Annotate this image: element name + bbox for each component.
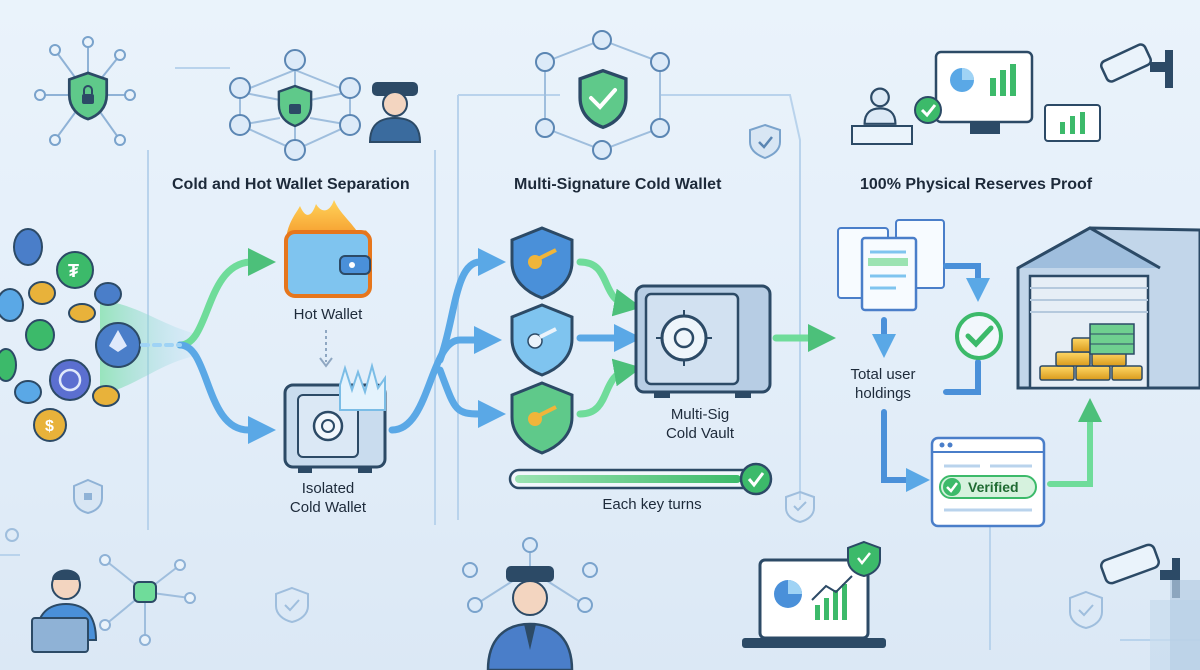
section-title-cold-hot: Cold and Hot Wallet Separation — [172, 176, 410, 193]
security-guard-icon — [368, 82, 422, 143]
key-progress-fill — [515, 475, 741, 483]
svg-text:$: $ — [45, 418, 54, 435]
bottom-lock-network-icon — [99, 554, 196, 646]
key-progress-bar — [508, 462, 773, 496]
holdings-label: Total user holdings — [820, 365, 946, 403]
key-shield-2-icon — [510, 303, 574, 377]
flow-arrows-section-2 — [388, 248, 836, 434]
cold-wallet-label: Isolated Cold Wallet — [258, 479, 398, 517]
key-shield-1-icon — [510, 226, 574, 300]
isolated-cold-wallet-safe-icon — [283, 362, 387, 473]
verified-report-window — [930, 436, 1046, 528]
faded-shield-icon — [275, 586, 309, 624]
small-shield-icon — [749, 123, 781, 160]
multisig-cold-vault-icon — [634, 284, 772, 398]
section-title-reserves: 100% Physical Reserves Proof — [860, 176, 1093, 193]
shield-check-small-icon — [785, 490, 815, 524]
key-progress-label: Each key turns — [602, 496, 702, 513]
holdings-documents-icon — [837, 219, 945, 312]
flow-arrows-section-3 — [872, 263, 1102, 492]
crypto-coins-cluster: ₮ $ — [0, 228, 200, 442]
reserve-warehouse-icon — [1016, 226, 1200, 390]
cold-wallet-label-line1: Isolated — [301, 480, 355, 497]
reserves-check-icon — [955, 312, 1003, 360]
verified-badge-label: Verified — [968, 479, 1019, 495]
bottom-guard-icon — [462, 537, 598, 670]
hot-wallet-label: Hot Wallet — [293, 306, 363, 323]
svg-text:₮: ₮ — [68, 261, 79, 281]
security-camera-bottom-icon — [1100, 543, 1200, 670]
section-title-multisig: Multi-Signature Cold Wallet — [514, 176, 722, 193]
auditor-workstation-icon — [851, 50, 1101, 145]
analytics-laptop-icon — [742, 540, 886, 648]
hexagon-lock-network-icon — [229, 49, 361, 161]
network-shield-icon — [34, 36, 136, 146]
key-shield-3-icon — [510, 381, 574, 455]
security-camera-icon — [1099, 43, 1173, 88]
cold-wallet-label-line2: Cold Wallet — [289, 499, 367, 516]
flow-arrows-section-1 — [140, 248, 276, 444]
vault-label: Multi-Sig Cold Vault — [630, 405, 770, 443]
user-laptop-icon — [5, 528, 98, 653]
holdings-label-line2: holdings — [855, 385, 911, 402]
faded-shield-right-icon — [1069, 590, 1103, 630]
hot-wallet-icon — [284, 200, 372, 298]
small-lock-shield-icon — [73, 478, 103, 515]
holdings-label-line1: Total user — [850, 366, 916, 383]
multisig-network-icon — [535, 30, 670, 160]
vault-label-line1: Multi-Sig — [670, 406, 730, 423]
vault-label-line2: Cold Vault — [665, 425, 735, 442]
